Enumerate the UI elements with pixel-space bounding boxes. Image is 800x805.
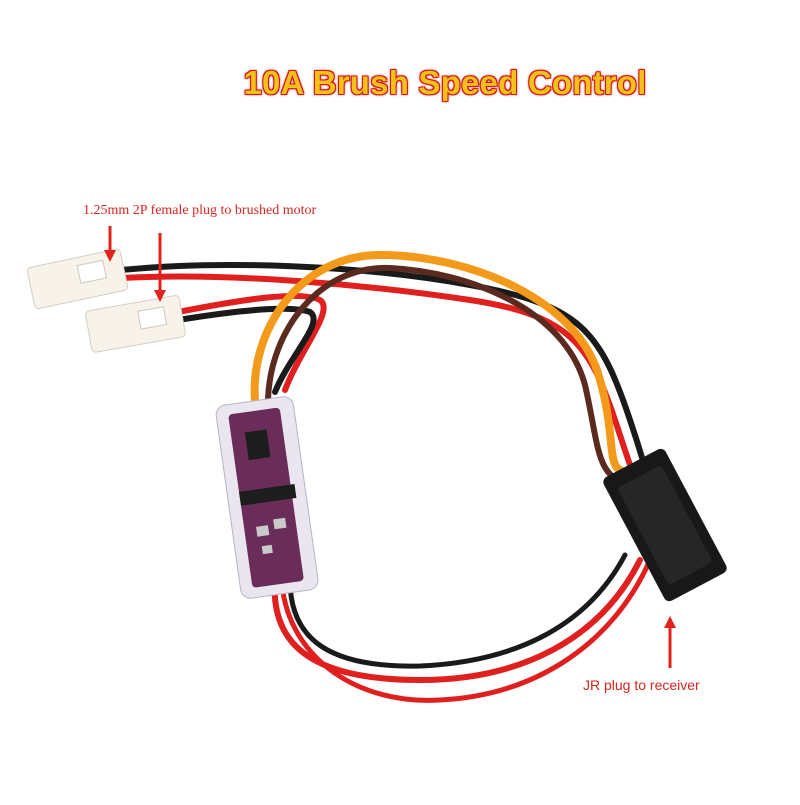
product-title: 10A Brush Speed Control (243, 64, 647, 101)
jr-plug-annotation: JR plug to receiver (583, 677, 700, 693)
lead-wire-black (287, 552, 628, 669)
servo-wire-orange (250, 250, 644, 476)
lead-wire-red-2 (279, 557, 653, 703)
wire-bundle (119, 250, 663, 703)
motor-plug-annotation: 1.25mm 2P female plug to brushed motor (83, 203, 317, 218)
esc-board (215, 396, 319, 599)
arrow-lower-plug (154, 233, 166, 302)
arrow-upper-plug (104, 226, 116, 262)
servo-wire-brown (265, 264, 638, 488)
jr-plug (603, 448, 727, 602)
motor-wire-2-black (175, 305, 317, 395)
lead-wire-red (271, 557, 643, 684)
motor-wire-2-red (175, 292, 327, 393)
motor-plug-upper (26, 248, 129, 310)
motor-plug-lower (85, 295, 186, 353)
arrow-jr-plug (664, 616, 676, 668)
